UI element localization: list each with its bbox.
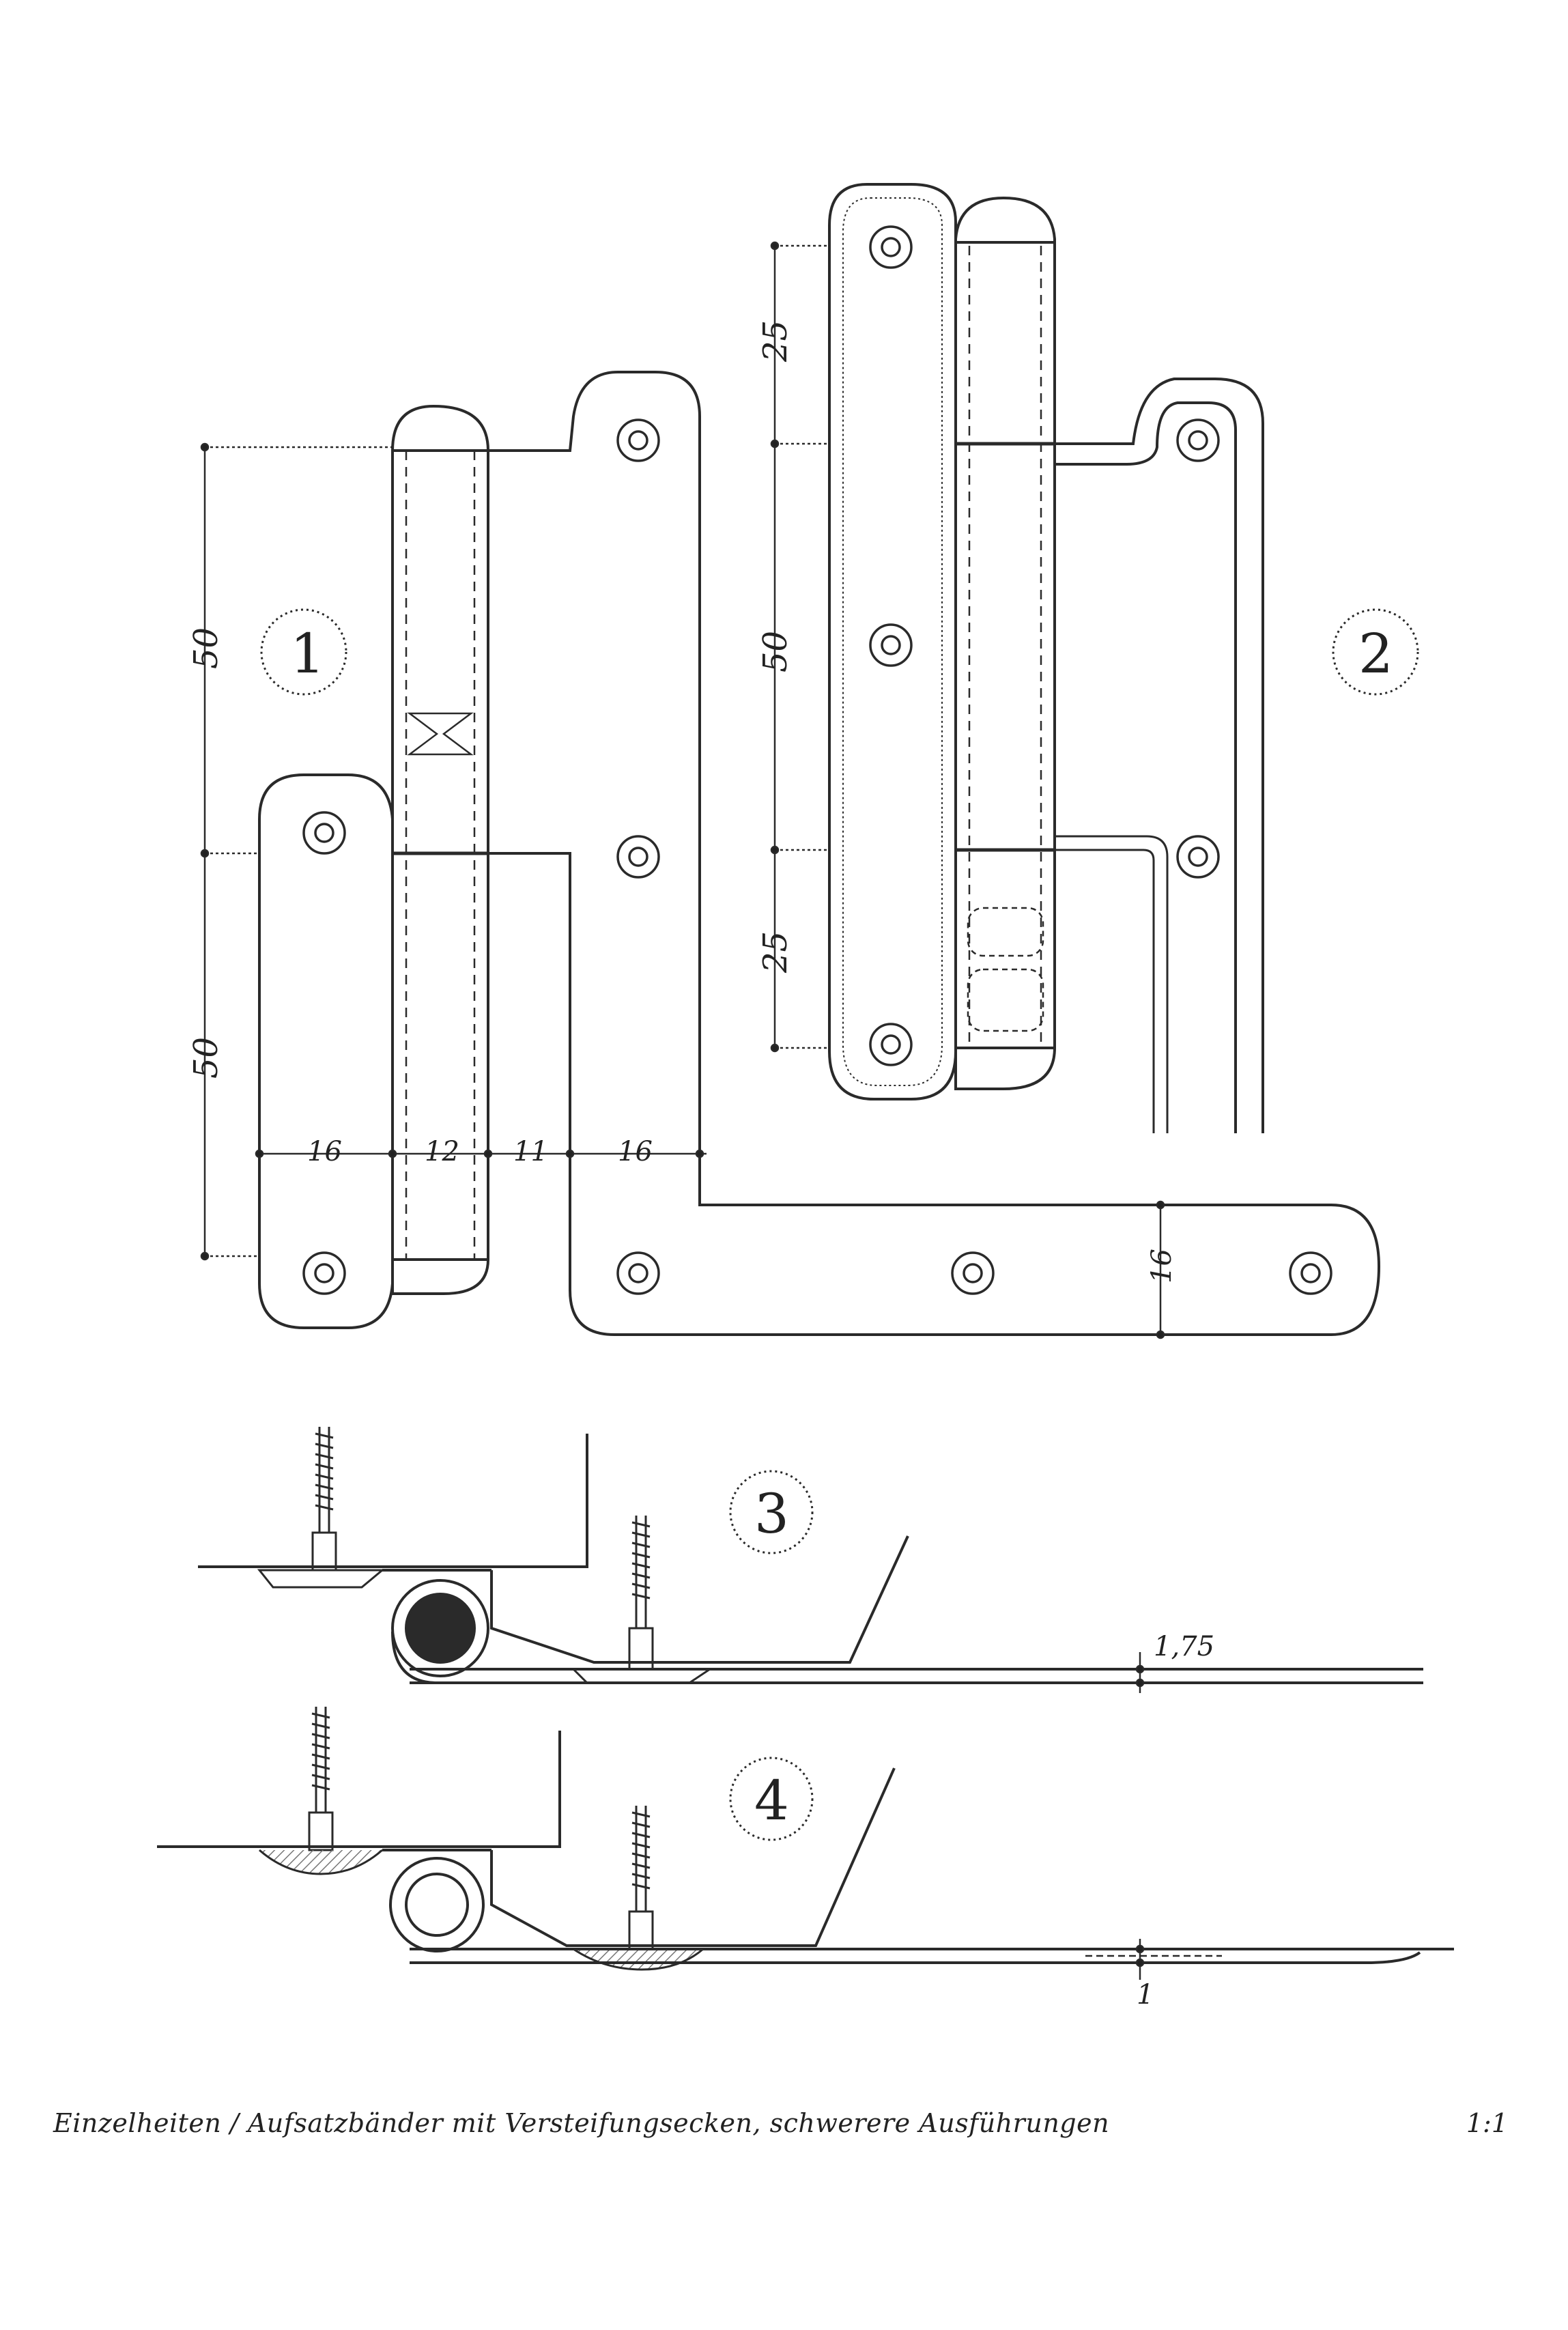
figure-3-pin (405, 1593, 476, 1664)
figure-4-knuckle-inner (405, 1873, 469, 1937)
figure-2-left-leaf (828, 183, 957, 1100)
fig1-dim-leaf: 16 (307, 1136, 342, 1167)
fig1-dim-gap: 11 (513, 1136, 548, 1167)
figure-4-door (157, 1731, 561, 1848)
figure-1-number: 1 (290, 622, 325, 685)
figure-3-section (198, 1427, 1423, 1693)
figure-1-number-circle (260, 608, 347, 696)
figure-4-number: 4 (754, 1769, 789, 1832)
figure-1-knuckle (391, 404, 489, 1295)
fig1-dim-upper: 50 (187, 627, 225, 669)
figure-3-thickness-dimension (1135, 1652, 1145, 1693)
figure-3-number-circle (729, 1470, 814, 1554)
figure-caption: Einzelheiten / Aufsatzbänder mit Verstei… (53, 2108, 1110, 2138)
figure-4-number-circle (729, 1757, 814, 1841)
figure-1-left-leaf (258, 773, 394, 1329)
figure-2-knuckle (954, 196, 1056, 1090)
figure-4-leaf-strip (382, 1849, 1454, 1964)
fig4-dim-thickness: 1 (1137, 1979, 1154, 2011)
figure-1-horizontal-dimension (255, 1149, 707, 1159)
figure-2-right-leaf (1055, 378, 1264, 1133)
figure-4-screw-lower (573, 1806, 704, 1971)
fig1-dim-arm: 16 (1146, 1249, 1178, 1283)
fig1-dim-leaf2: 16 (618, 1136, 653, 1167)
figure-3-screw-lower (571, 1516, 713, 1684)
figure-4-thickness-dimension (1085, 1939, 1222, 1980)
figure-4-frame (490, 1767, 896, 1947)
figure-3-screw-upper (257, 1427, 386, 1589)
figure-1-holes (302, 418, 1332, 1295)
figure-2-hinge (770, 183, 1419, 1133)
figure-2-vertical-dimension (770, 241, 829, 1053)
figure-3-frame (490, 1535, 909, 1664)
figure-3-door (198, 1434, 588, 1568)
figure-4-section (157, 1707, 1454, 1980)
figure-2-holes (869, 225, 1220, 1066)
figure-3-number: 3 (754, 1482, 789, 1546)
fig2-dim-bottom: 25 (756, 931, 795, 974)
figure-1-vertical-dimension (200, 442, 393, 1261)
figure-3-leaf-strip (382, 1569, 1423, 1684)
fig1-dim-knuckle: 12 (425, 1136, 459, 1167)
figure-4-knuckle-outer (389, 1857, 485, 1952)
scale-label: 1:1 (1466, 2108, 1508, 2138)
figure-1-hinge (200, 371, 1381, 1339)
fig2-dim-top: 25 (756, 320, 795, 363)
figure-3-knuckle-outer (391, 1579, 489, 1677)
figure-1-right-leaf (488, 371, 1381, 1336)
figure-4-screw-upper (259, 1707, 383, 1875)
fig1-dim-lower: 50 (187, 1037, 225, 1079)
figure-2-number: 2 (1358, 622, 1393, 685)
fig3-dim-thickness: 1,75 (1154, 1631, 1214, 1662)
figure-1-arm-dimension (1156, 1200, 1165, 1339)
fig2-dim-middle: 50 (756, 631, 795, 672)
figure-2-number-circle (1332, 608, 1419, 696)
